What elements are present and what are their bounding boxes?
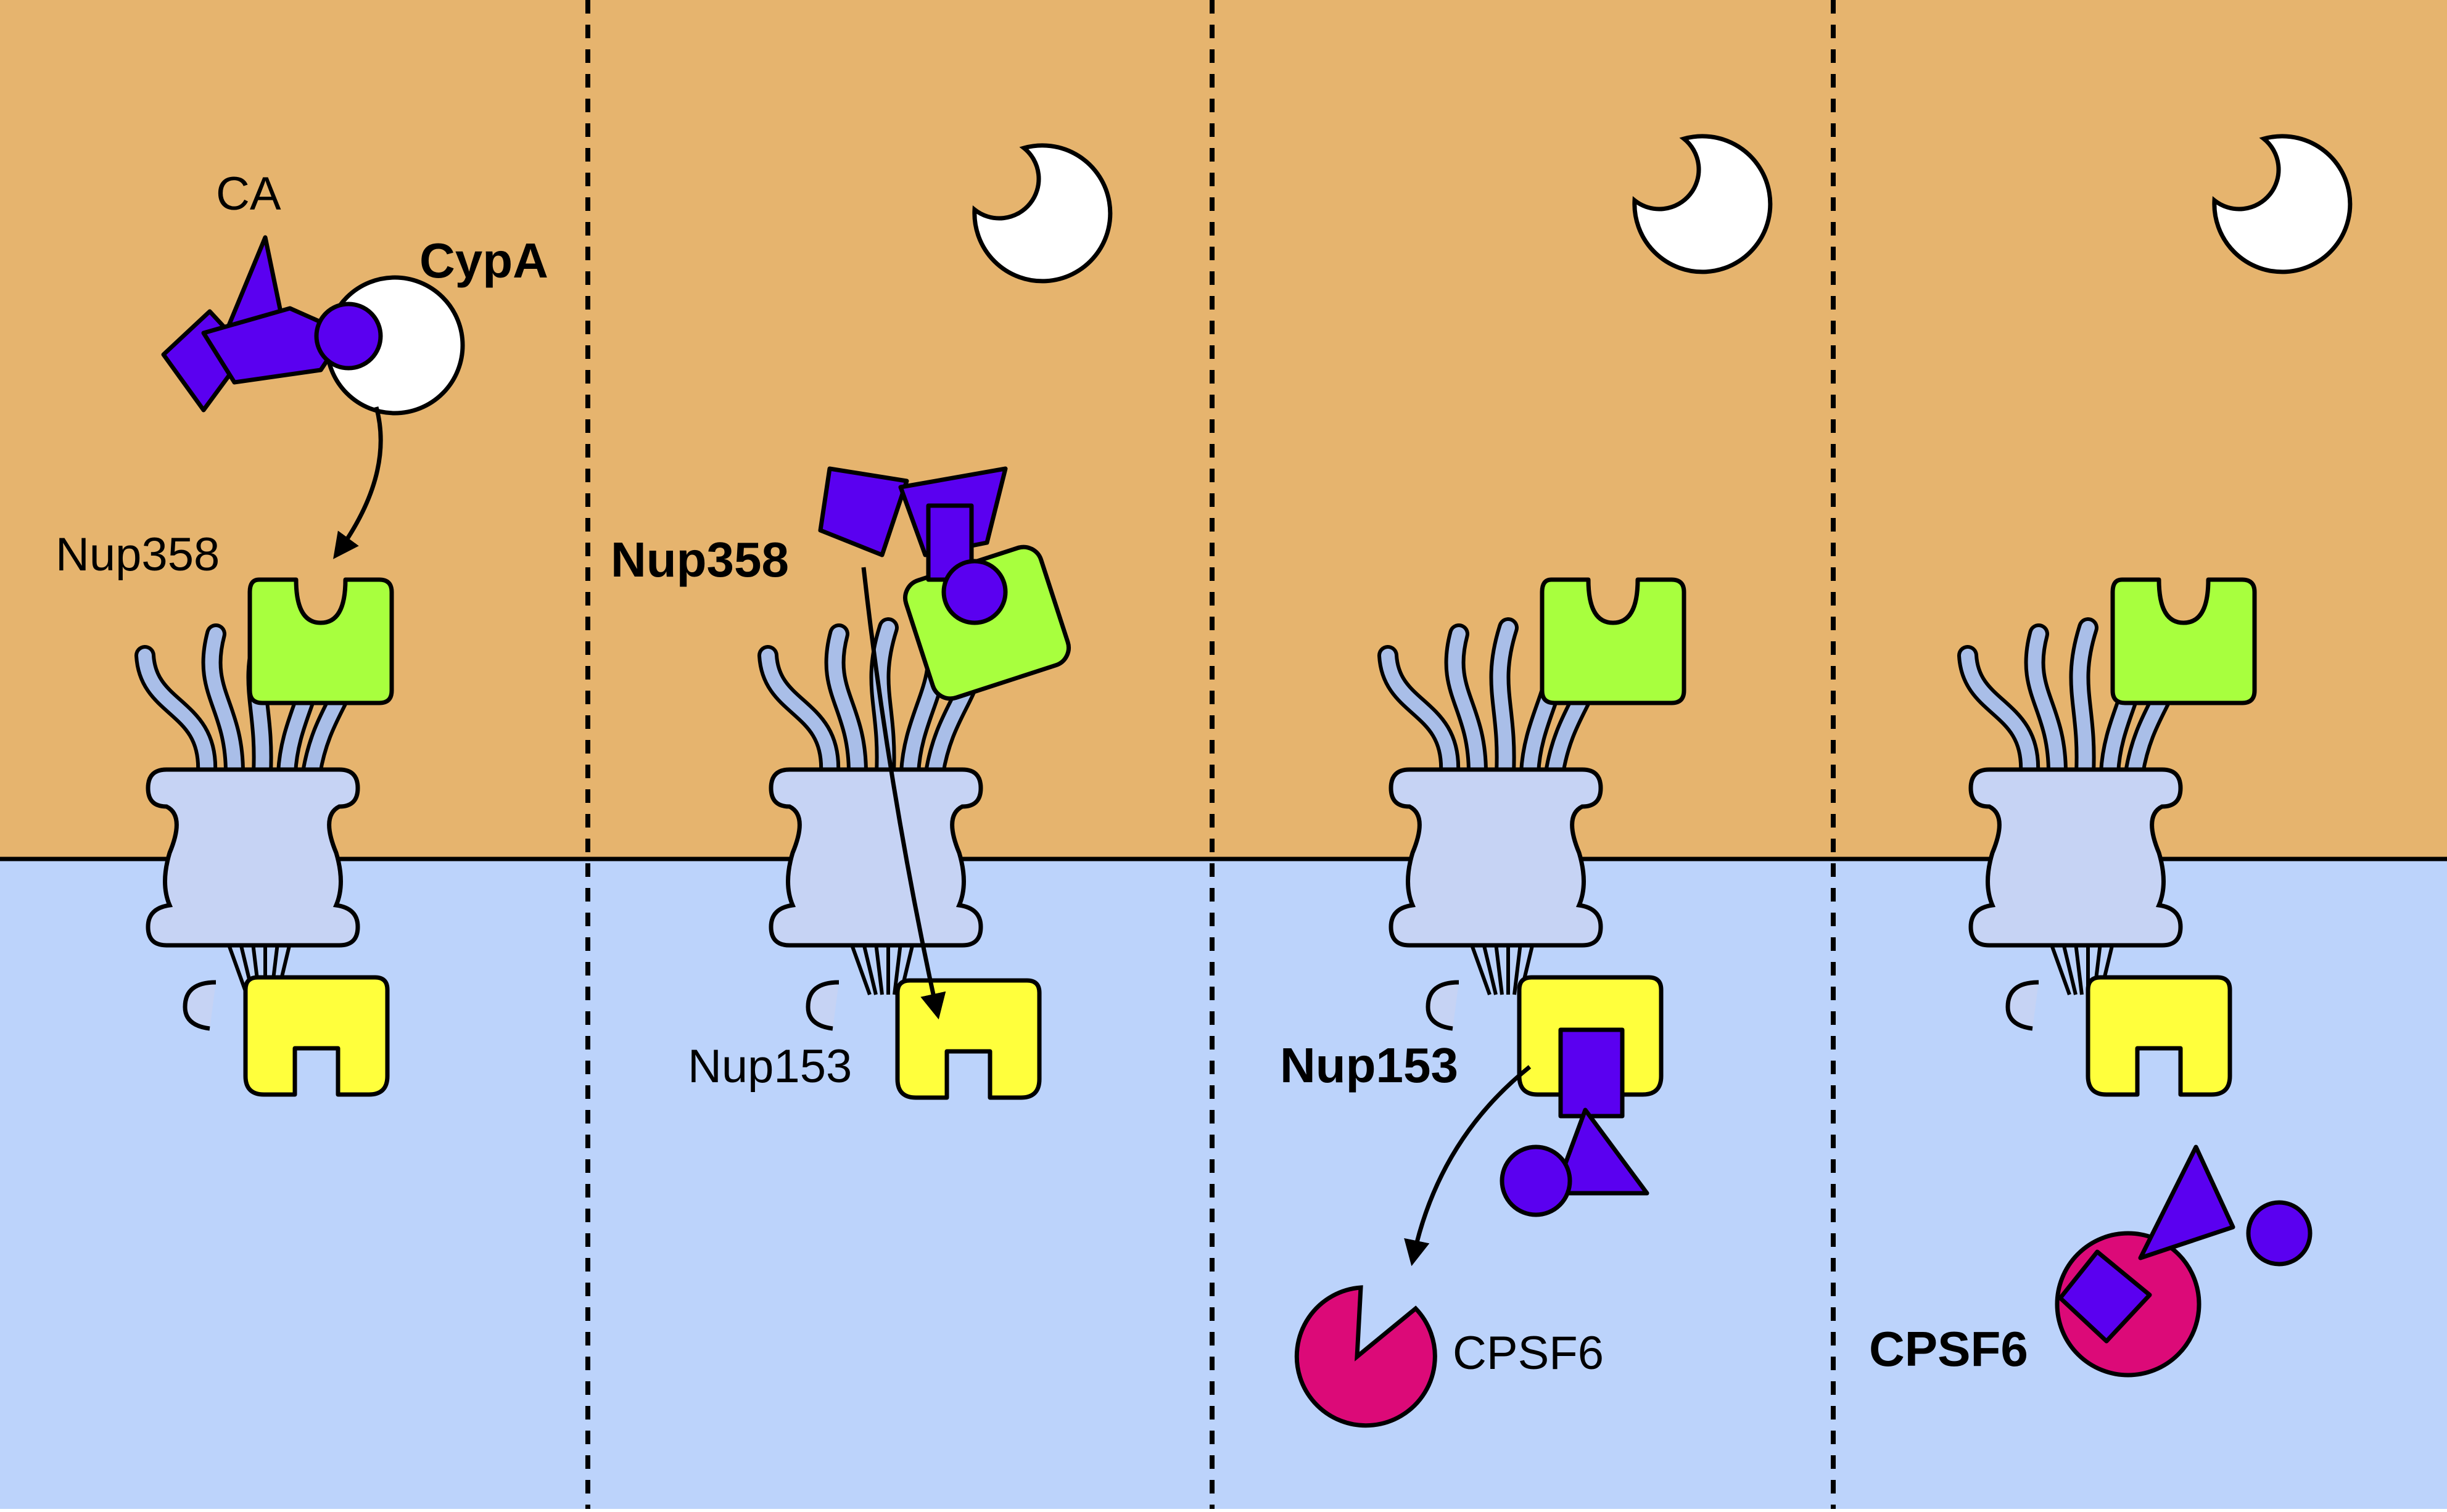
label-cpsf6: CPSF6 (1453, 1327, 1604, 1379)
ca-capsid (1500, 1027, 1649, 1217)
cypa-crescent (972, 143, 1113, 284)
arrow-nup358-to-nup153 (861, 567, 946, 1020)
cpsf6-protein (1294, 1285, 1437, 1428)
arrow-cypa-to-nup358 (333, 406, 383, 559)
label-cypa: CypA (419, 233, 548, 288)
panel-1: CA CypA Nup358 (56, 168, 548, 1095)
label-cpsf6: CPSF6 (1869, 1321, 2028, 1376)
cypa-crescent (2212, 134, 2353, 274)
nucleus-region (0, 859, 2447, 1509)
ca-capsid (818, 466, 1008, 625)
panel-dividers (585, 0, 1836, 1509)
panel-3: Nup153 CPSF6 (1280, 134, 1773, 1428)
ca-capsid (161, 235, 383, 413)
label-nup358: Nup358 (611, 532, 789, 587)
label-nup153: Nup153 (1280, 1038, 1458, 1093)
cypa-crescent (1632, 134, 1773, 274)
label-nup358: Nup358 (56, 528, 220, 581)
ca-capsid (2058, 1144, 2313, 1344)
panel-4: CPSF6 (1869, 134, 2353, 1378)
arrow-nup153-to-cpsf6 (1404, 1065, 1532, 1267)
label-ca: CA (216, 168, 281, 220)
label-nup153: Nup153 (688, 1040, 852, 1093)
panel-2: Nup358 Nup153 (611, 143, 1113, 1098)
